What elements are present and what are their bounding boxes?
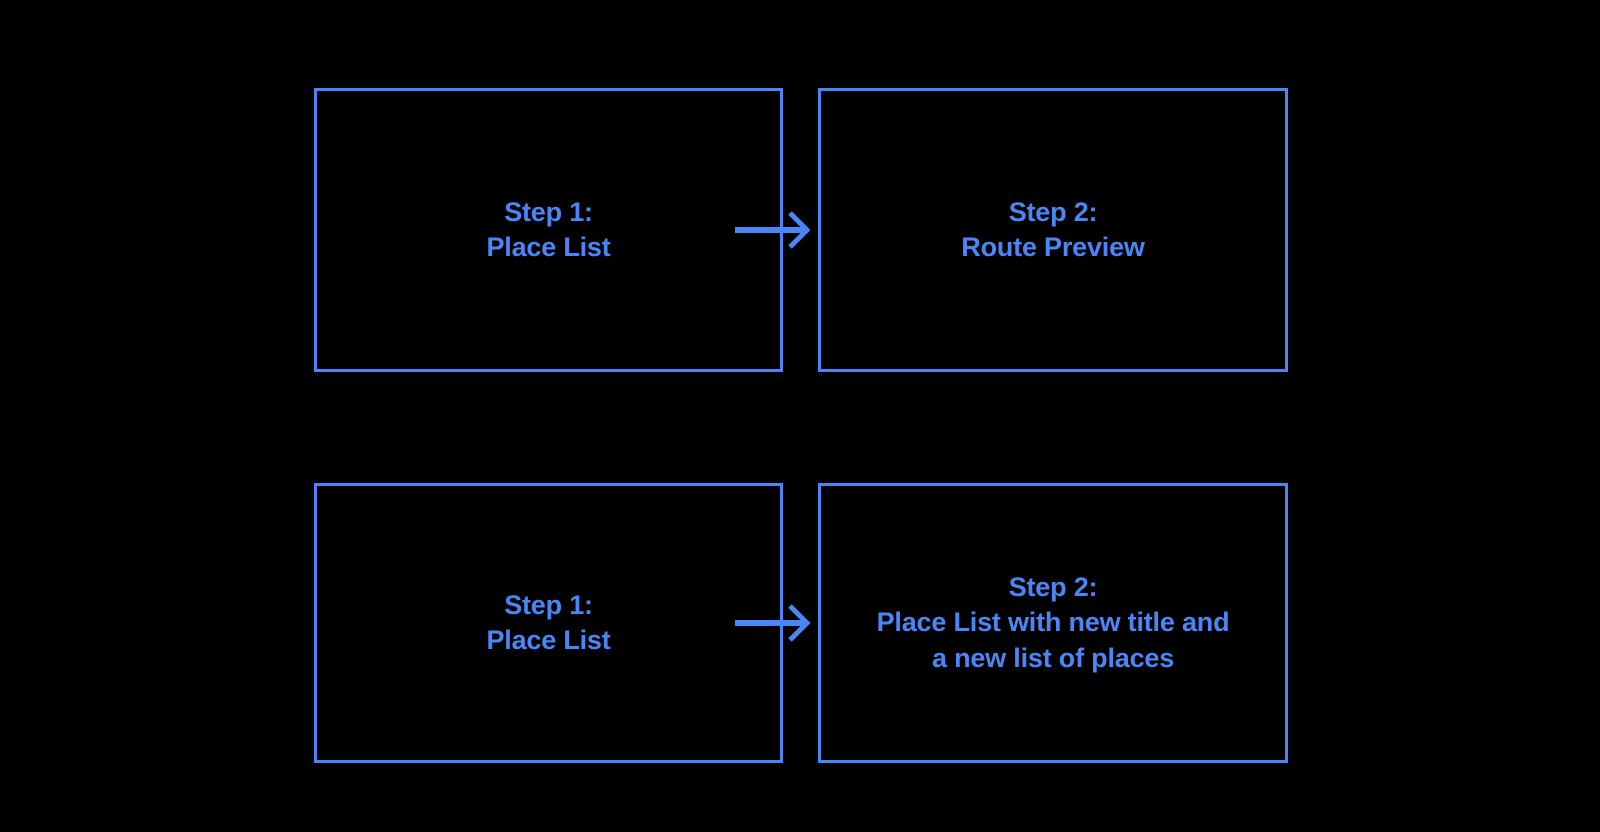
step-box-step-2-route-preview[interactable]: Step 2: Route Preview [818,88,1288,372]
step-label: Step 2: Place List with new title and a … [876,572,1230,673]
step-box-step-2-new-place-list[interactable]: Step 2: Place List with new title and a … [818,483,1288,763]
flow-row-new-place-list: Step 1: Place List Step 2: Place List wi… [0,483,1600,773]
step-box-step-1-place-list-top[interactable]: Step 1: Place List [314,88,783,372]
arrow-right-icon [735,211,811,249]
step-label: Step 1: Place List [486,196,611,262]
step-label: Step 1: Place List [486,589,611,655]
connector-arrow-bottom [735,603,821,643]
step-label: Step 2: Route Preview [961,196,1145,262]
connector-arrow-top [735,210,821,250]
arrow-right-icon [735,604,811,642]
flow-row-route-preview: Step 1: Place List Step 2: Route Preview [0,88,1600,378]
step-box-step-1-place-list-bottom[interactable]: Step 1: Place List [314,483,783,763]
